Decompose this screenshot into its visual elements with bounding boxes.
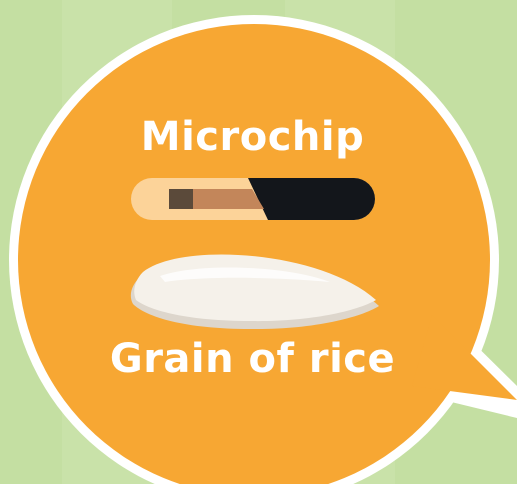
- microchip-label: Microchip: [0, 114, 505, 160]
- rice-label: Grain of rice: [0, 336, 505, 382]
- microchip-icon: [131, 178, 375, 220]
